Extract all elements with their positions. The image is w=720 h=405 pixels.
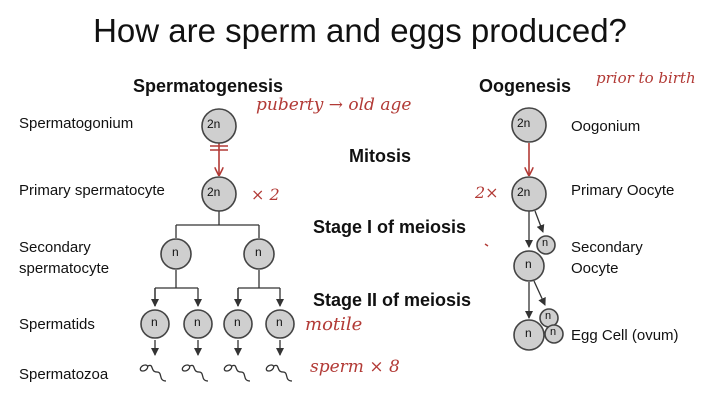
- label-egg-cell: Egg Cell (ovum): [571, 327, 679, 344]
- cell-n-polar-body: [544, 324, 564, 344]
- spermatogenesis-tree: [151, 143, 280, 356]
- cell-label: n: [255, 245, 262, 259]
- annotation-motile: motile: [305, 314, 363, 335]
- meiosis2-split-left-b: [237, 270, 280, 306]
- hand-marks: [210, 145, 489, 247]
- spermatozoa-icons: [139, 364, 293, 382]
- cell-label: n: [234, 315, 241, 329]
- cell-label: n: [194, 315, 201, 329]
- polar-body-arrow-1: [534, 210, 545, 233]
- sperm-icon: [265, 364, 293, 382]
- label-primary-spermatocyte: Primary spermatocyte: [19, 182, 165, 199]
- header-oogenesis: Oogenesis: [479, 76, 572, 96]
- label-secondary-spermatocyte-line1: Secondary: [19, 239, 91, 256]
- cell-n-secondary-spermatocyte: [160, 238, 192, 270]
- ink-dot: [484, 243, 489, 247]
- annotation-prior-to-birth: prior to birth: [596, 69, 696, 87]
- label-spermatogonium: Spermatogonium: [19, 115, 134, 132]
- label-secondary-oocyte-line1: Secondary: [571, 239, 643, 256]
- annotation-2x: 2×: [475, 183, 499, 202]
- cell-label: n: [545, 310, 552, 322]
- cell-2n-primary-spermatocyte: [201, 176, 237, 212]
- sperm-icon: [139, 364, 167, 382]
- label-oogonium: Oogonium: [571, 118, 641, 135]
- sperm-icon: [181, 364, 209, 382]
- cell-label: n: [172, 245, 179, 259]
- cell-label: 2n: [207, 117, 221, 131]
- cell-label: 2n: [207, 185, 221, 199]
- cell-label: n: [151, 315, 158, 329]
- oogenesis-tree: [529, 143, 546, 319]
- slide-title: How are sperm and eggs produced?: [93, 12, 627, 49]
- cell-2n-oogonium: [511, 107, 547, 143]
- cell-label: n: [550, 326, 557, 338]
- cell-n-spermatid: [223, 309, 253, 339]
- cell-2n-spermatogonium: [201, 108, 237, 144]
- cell-label: 2n: [517, 116, 531, 130]
- double-underline-mark: [210, 145, 228, 151]
- label-secondary-spermatocyte-line2: spermatocyte: [19, 260, 110, 277]
- cell-n-spermatid: [265, 309, 295, 339]
- cell-2n-primary-oocyte: [511, 176, 547, 212]
- cell-n-spermatid: [183, 309, 213, 339]
- cells: [140, 107, 564, 351]
- cell-label: n: [276, 315, 283, 329]
- cell-n-secondary-spermatocyte: [243, 238, 275, 270]
- cell-label: n: [525, 326, 532, 340]
- label-spermatids: Spermatids: [19, 316, 95, 333]
- stage-mitosis: Mitosis: [349, 146, 412, 166]
- cell-n-spermatid: [140, 309, 170, 339]
- sperm-icon: [223, 364, 251, 382]
- stage-meiosis-1: Stage I of meiosis: [313, 217, 467, 237]
- cell-n-secondary-oocyte: [513, 250, 545, 282]
- header-spermatogenesis: Spermatogenesis: [133, 76, 284, 96]
- label-primary-oocyte: Primary Oocyte: [571, 182, 675, 199]
- meiosis1-split-left: [175, 211, 260, 238]
- cell-n-polar-body: [536, 235, 556, 255]
- polar-body-arrow-2: [533, 280, 546, 306]
- cell-label: n: [525, 257, 532, 271]
- annotation-puberty: puberty → old age: [256, 95, 412, 115]
- cell-label: 2n: [517, 185, 531, 199]
- label-spermatozoa: Spermatozoa: [19, 366, 109, 383]
- cell-n-egg: [513, 319, 545, 351]
- label-secondary-oocyte-line2: Oocyte: [571, 260, 619, 277]
- annotation-sperm-x8: sperm × 8: [310, 357, 400, 377]
- stage-meiosis-2: Stage II of meiosis: [313, 290, 472, 310]
- cell-label: n: [542, 237, 549, 249]
- meiosis2-split-left-a: [154, 270, 198, 306]
- annotation-x2: × 2: [251, 185, 280, 204]
